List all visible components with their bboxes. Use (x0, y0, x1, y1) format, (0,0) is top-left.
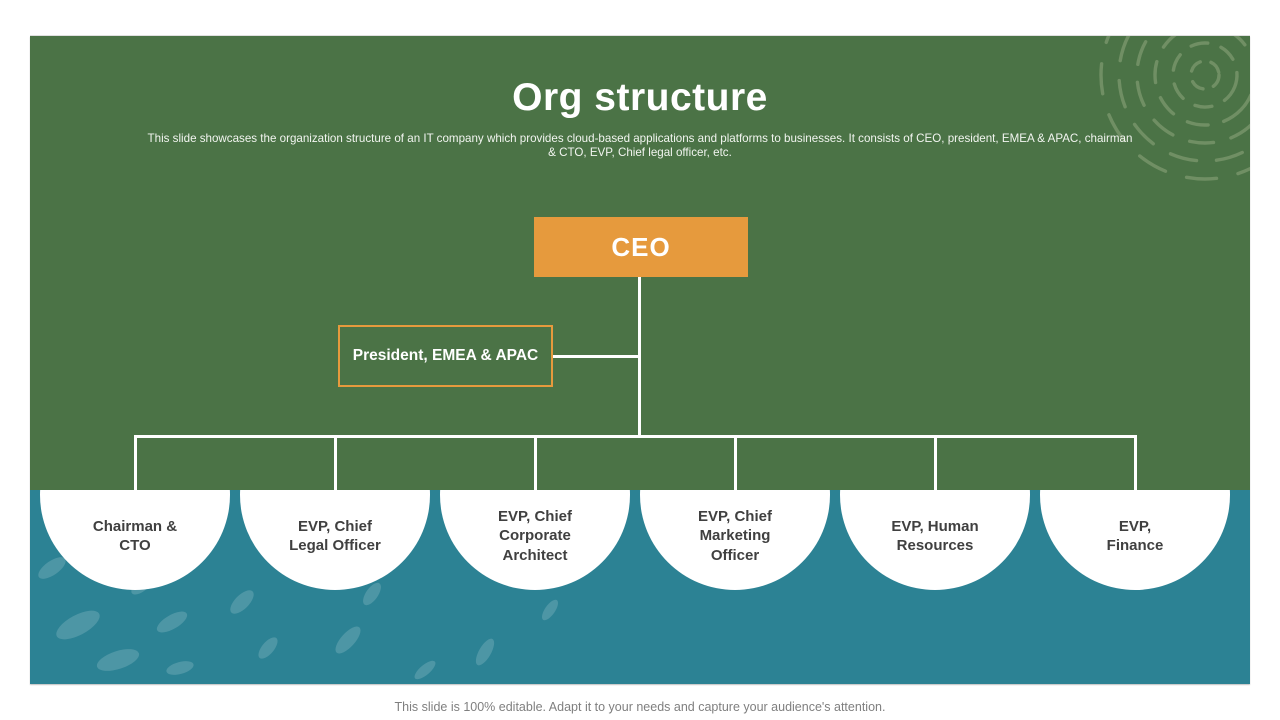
slide-subtitle: This slide showcases the organization st… (147, 132, 1133, 160)
org-node-president[interactable]: President, EMEA & APAC (338, 325, 553, 387)
connector-drop (134, 435, 137, 490)
org-node-label: EVP, Human Resources (891, 517, 979, 554)
org-node-label: EVP, Finance (1106, 517, 1164, 554)
connector-horizontal-bar (134, 435, 1136, 438)
slide-title: Org structure (512, 76, 768, 119)
org-node-label: Chairman & CTO (92, 517, 178, 554)
org-node-evp-marketing[interactable]: EVP, Chief Marketing Officer (640, 490, 830, 590)
org-node-ceo-label: CEO (611, 231, 671, 262)
connector-drop (334, 435, 337, 490)
editable-note: This slide is 100% editable. Adapt it to… (394, 700, 886, 714)
connector-drop (534, 435, 537, 490)
org-node-label: EVP, Chief Corporate Architect (498, 508, 572, 564)
connector-drop (934, 435, 937, 490)
org-node-evp-legal[interactable]: EVP, Chief Legal Officer (240, 490, 430, 590)
connector-drop (734, 435, 737, 490)
org-node-chairman-cto[interactable]: Chairman & CTO (40, 490, 230, 590)
slide: Org structure This slide showcases the o… (30, 36, 1250, 684)
org-node-label: EVP, Chief Legal Officer (289, 517, 381, 554)
connector-drop (1134, 435, 1137, 490)
slide-lower-section: Chairman & CTO EVP, Chief Legal Officer … (30, 490, 1250, 684)
org-node-president-label: President, EMEA & APAC (352, 347, 539, 364)
org-node-label: EVP, Chief Marketing Officer (698, 508, 772, 564)
org-node-evp-hr[interactable]: EVP, Human Resources (840, 490, 1030, 590)
slide-header-section: Org structure This slide showcases the o… (30, 36, 1250, 490)
org-node-evp-corporate-architect[interactable]: EVP, Chief Corporate Architect (440, 490, 630, 590)
org-node-evp-finance[interactable]: EVP, Finance (1040, 490, 1230, 590)
connector-president-branch (551, 355, 641, 358)
spiral-decoration (1099, 36, 1250, 181)
org-node-ceo[interactable]: CEO (534, 217, 748, 277)
